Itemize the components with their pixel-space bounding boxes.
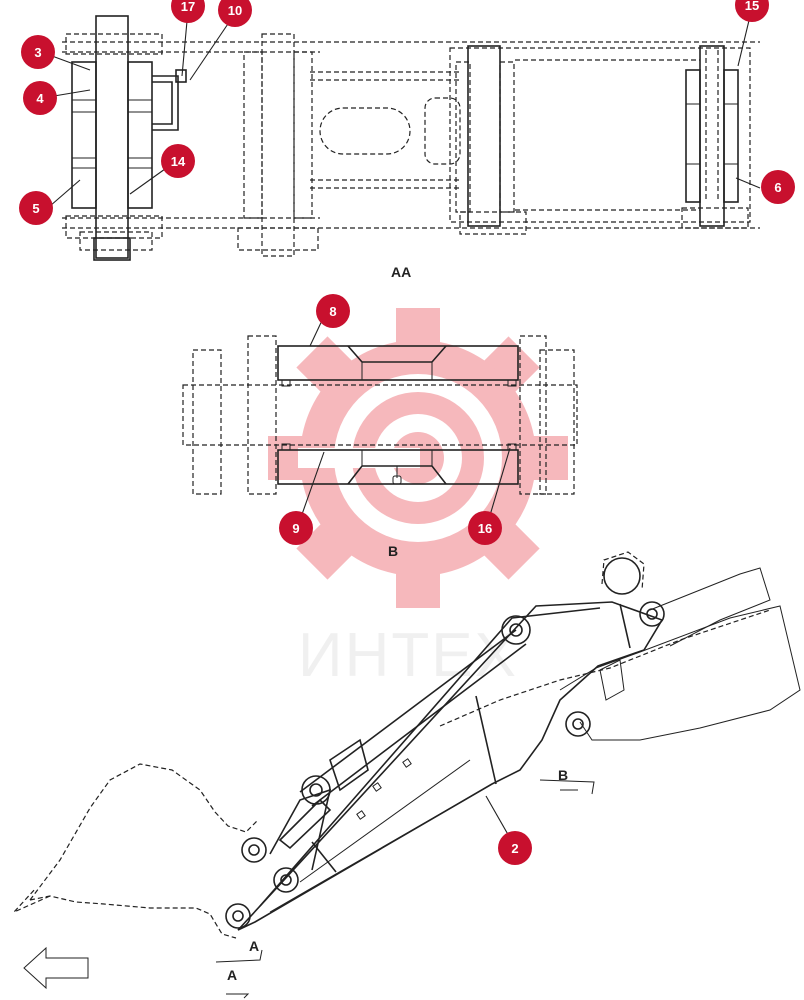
watermark-text: ИНТЕХ [298,621,518,690]
callout-10: 10 [218,0,252,27]
callout-3: 3 [21,35,55,69]
callout-15: 15 [735,0,769,22]
callout-8: 8 [316,294,350,328]
section-a-bottom-mark: A [227,967,237,983]
section-b-mark: B [558,767,568,783]
callout-6-label: 6 [774,180,781,195]
callout-2: 2 [498,831,532,865]
callout-8-label: 8 [329,304,336,319]
callout-15-label: 15 [745,0,759,13]
watermark-gear-icon [268,308,568,608]
watermark: ИНТЕХ [268,308,568,690]
callout-17-label: 17 [181,0,195,14]
callout-3-label: 3 [34,45,41,60]
side-view: B A A [13,551,801,999]
view-b: B [182,335,578,559]
callout-9-label: 9 [292,521,299,536]
view-aa-label: AA [391,264,411,280]
callout-5-label: 5 [32,201,39,216]
callout-2-label: 2 [511,841,518,856]
view-b-label: B [388,543,398,559]
callout-10-label: 10 [228,3,242,18]
callout-16: 16 [468,511,502,545]
callout-4: 4 [23,81,57,115]
direction-arrow-icon [23,946,89,990]
callout-16-label: 16 [478,521,492,536]
callout-5: 5 [19,191,53,225]
callout-9: 9 [279,511,313,545]
section-a-top-mark: A [249,938,259,954]
callout-14: 14 [161,144,195,178]
view-aa: AA [62,15,760,280]
callout-4-label: 4 [36,91,44,106]
callout-17: 17 [171,0,205,23]
callout-14-label: 14 [171,154,186,169]
callout-6: 6 [761,170,795,204]
